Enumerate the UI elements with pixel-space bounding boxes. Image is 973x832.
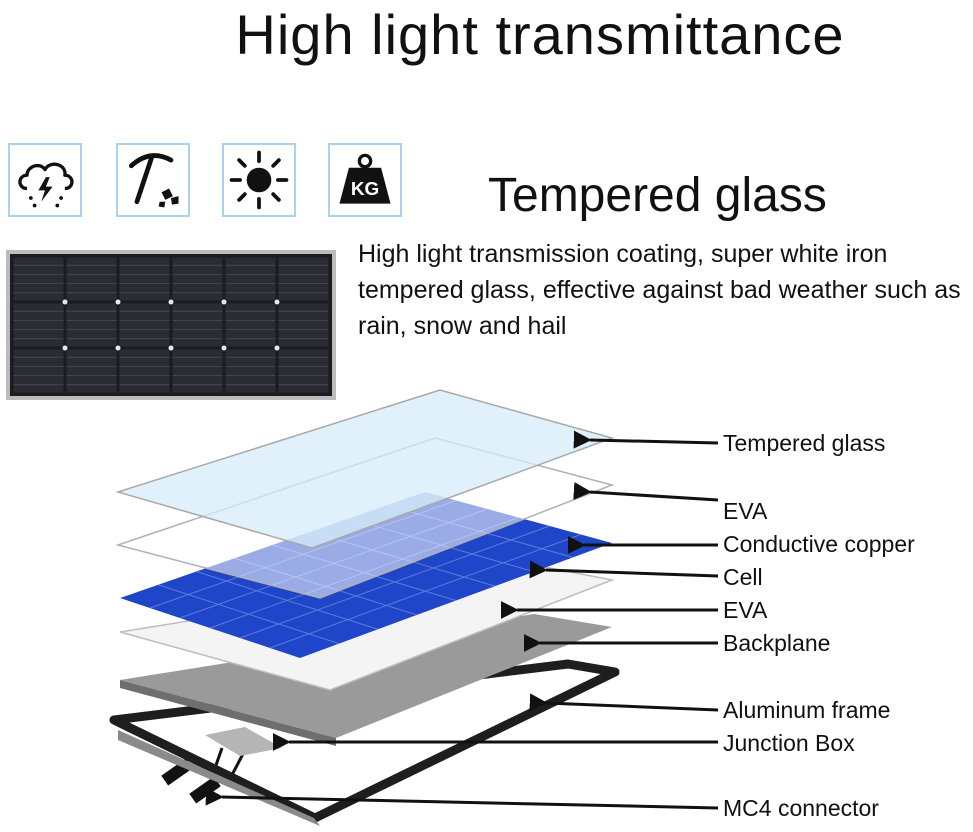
panel-cell-corner	[168, 299, 174, 305]
panel-cell	[172, 349, 223, 393]
panel-cell-corner	[62, 345, 68, 351]
junction-box	[205, 727, 282, 756]
label-backplane: Backplane	[723, 630, 831, 656]
panel-cell	[278, 303, 329, 347]
panel-cell-grid	[13, 257, 329, 393]
pickaxe-icon	[116, 143, 190, 217]
label-cell: Cell	[723, 564, 763, 590]
panel-cell	[225, 257, 276, 301]
label-tempered-glass: Tempered glass	[723, 430, 886, 456]
panel-cell	[278, 349, 329, 393]
page-title: High light transmittance	[235, 3, 845, 66]
solar-panel-image	[6, 250, 336, 400]
panel-cell	[13, 257, 64, 301]
sun-icon	[222, 143, 296, 217]
panel-cell	[278, 257, 329, 301]
panel-cell	[66, 257, 117, 301]
panel-cell-corner	[115, 345, 121, 351]
panel-cell	[225, 349, 276, 393]
panel-cell	[13, 349, 64, 393]
label-mc4-connector: MC4 connector	[723, 795, 879, 821]
panel-cell	[66, 349, 117, 393]
arrow-eva-upper	[573, 482, 719, 502]
panel-cell	[225, 303, 276, 347]
panel-cell-corner	[221, 345, 227, 351]
arrow-aluminum-frame	[529, 693, 719, 712]
panel-cell-corner	[62, 299, 68, 305]
tempered-glass-layer	[115, 389, 615, 549]
panel-cell	[119, 257, 170, 301]
weight-kg-icon: KG	[328, 143, 402, 217]
panel-cell-corner	[274, 299, 280, 305]
panel-cell	[66, 303, 117, 347]
label-eva-upper: EVA	[723, 498, 768, 524]
panel-cell-corner	[274, 345, 280, 351]
kg-label: KG	[351, 179, 379, 200]
label-aluminum-frame: Aluminum frame	[723, 697, 891, 723]
panel-cell	[119, 349, 170, 393]
label-eva-lower: EVA	[723, 597, 768, 623]
panel-cell-corner	[221, 299, 227, 305]
arrow-mc4-connector	[205, 787, 719, 810]
storm-cloud-icon	[8, 143, 82, 217]
section-title: Tempered glass	[488, 169, 827, 222]
panel-cell	[172, 257, 223, 301]
section-description: High light transmission coating, super w…	[358, 240, 961, 340]
panel-cell-corner	[115, 299, 121, 305]
exploded-layer-diagram	[109, 389, 719, 826]
arrow-cell	[529, 560, 719, 579]
cell-grid-line	[269, 534, 582, 649]
label-conductive-copper: Conductive copper	[723, 531, 915, 557]
panel-cell	[119, 303, 170, 347]
label-junction-box: Junction Box	[723, 730, 855, 756]
arrow-tempered-glass	[573, 430, 719, 449]
panel-cell-corner	[168, 345, 174, 351]
cell-grid-line	[239, 525, 550, 639]
panel-cell	[172, 303, 223, 347]
panel-cell	[13, 303, 64, 347]
